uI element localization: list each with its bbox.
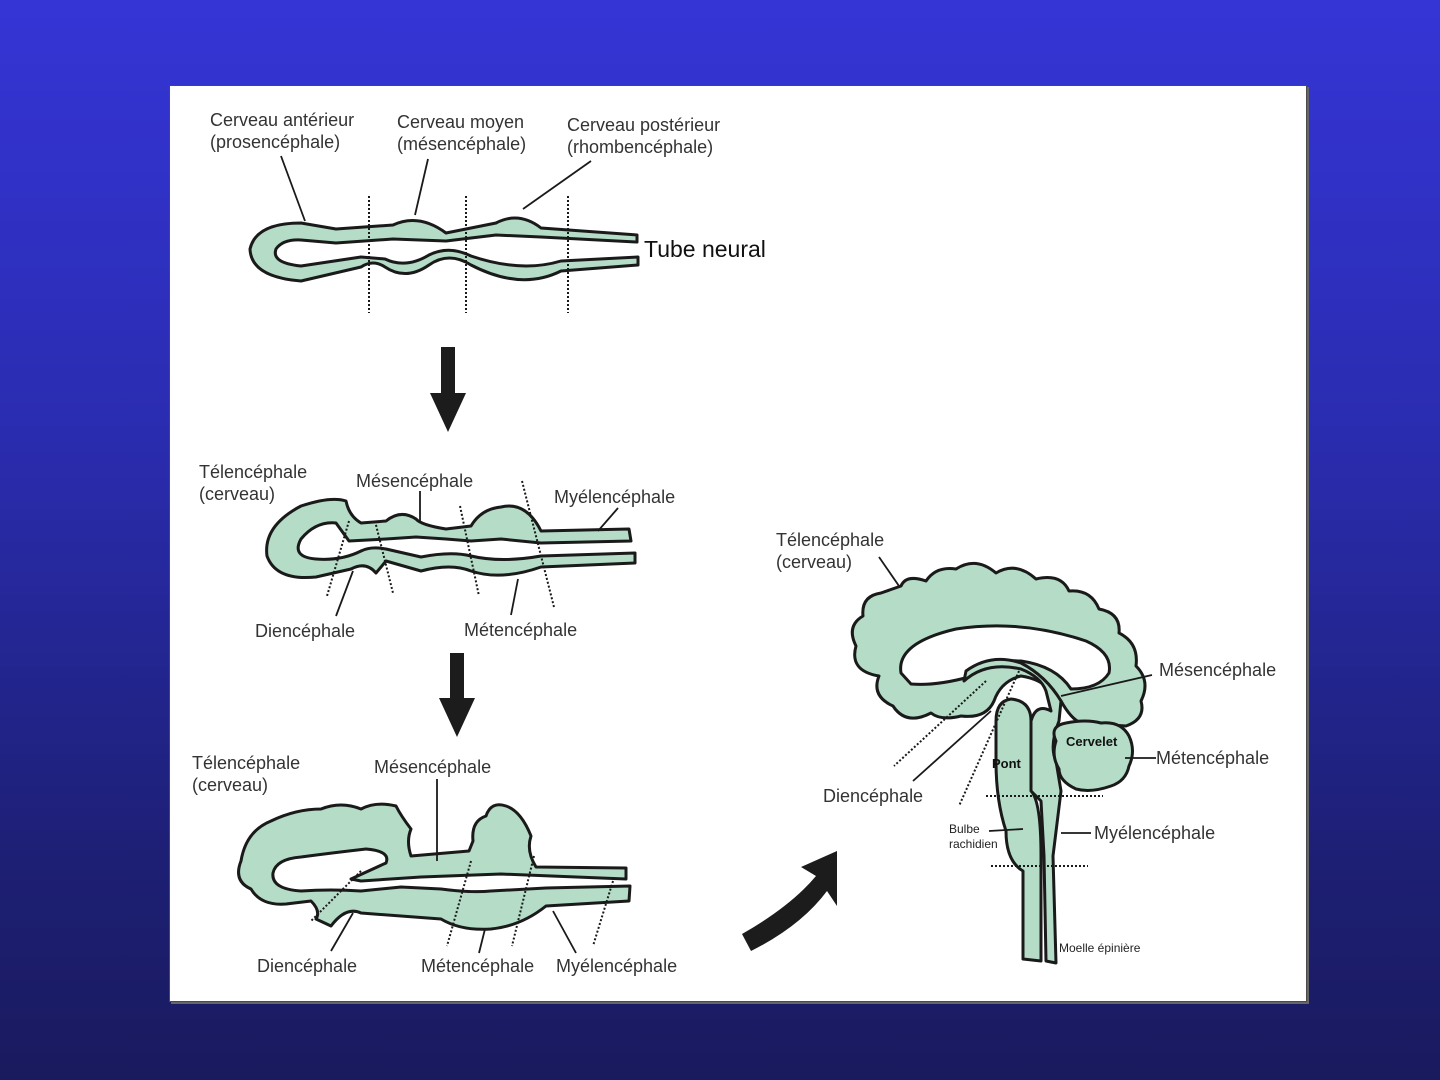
adult-spinal-cord-label: Moelle épinière bbox=[1059, 941, 1141, 955]
stage2-divider-4 bbox=[521, 480, 555, 608]
adult-brain: Télencéphale (cerveau) Mésencéphale Cerv… bbox=[776, 530, 1276, 965]
adult-mes-label: Mésencéphale bbox=[1159, 660, 1276, 680]
stage3-myel-leader bbox=[552, 910, 577, 954]
stage3-divider-4 bbox=[592, 880, 614, 947]
stage3-dien-label: Diencéphale bbox=[257, 956, 357, 976]
neural-tube-shape bbox=[248, 216, 640, 283]
stage3-myel-label: Myélencéphale bbox=[556, 956, 677, 976]
adult-divider-1 bbox=[893, 680, 987, 767]
stage2-five-vesicles: Télencéphale (cerveau) Mésencéphale Myél… bbox=[199, 462, 675, 641]
adult-medulla-label-2: rachidien bbox=[949, 837, 998, 851]
forebrain-leader bbox=[280, 155, 306, 222]
midbrain-label-1: Cerveau moyen bbox=[397, 112, 524, 132]
adult-tel-label-1: Télencéphale bbox=[776, 530, 884, 550]
stage3-dien-leader bbox=[330, 912, 354, 952]
down-arrow-1 bbox=[430, 347, 466, 432]
stage3-mes-label: Mésencéphale bbox=[374, 757, 491, 777]
stage2-divider-1 bbox=[326, 520, 350, 597]
stage3-tel-label-1: Télencéphale bbox=[192, 753, 300, 773]
stage2-tube-shape bbox=[265, 497, 637, 580]
adult-cerebellum-shape bbox=[1052, 719, 1134, 792]
stage1-neural-tube: Cerveau antérieur (prosencéphale) Cervea… bbox=[210, 110, 766, 313]
stage2-met-leader bbox=[510, 578, 519, 616]
stage2-tel-label-1: Télencéphale bbox=[199, 462, 307, 482]
stage3-divider-2 bbox=[446, 860, 472, 947]
adult-pons-label: Pont bbox=[992, 756, 1022, 771]
adult-myel-label: Myélencéphale bbox=[1094, 823, 1215, 843]
adult-tel-leader bbox=[878, 556, 900, 587]
stage2-myel-leader bbox=[597, 507, 619, 532]
adult-dien-leader bbox=[912, 710, 992, 782]
adult-medulla-leader bbox=[988, 828, 1024, 832]
curved-arrow bbox=[742, 851, 837, 951]
stage2-myel-label: Myélencéphale bbox=[554, 487, 675, 507]
forebrain-label-2: (prosencéphale) bbox=[210, 132, 340, 152]
adult-cerebellum-label: Cervelet bbox=[1066, 734, 1118, 749]
hindbrain-label-2: (rhombencéphale) bbox=[567, 137, 713, 157]
stage2-dien-leader bbox=[335, 570, 354, 617]
adult-divider-2 bbox=[958, 670, 1020, 807]
stage3-met-leader bbox=[478, 928, 486, 954]
neural-tube-label: Tube neural bbox=[644, 236, 766, 262]
stage3-tel-label-2: (cerveau) bbox=[192, 775, 268, 795]
midbrain-leader bbox=[414, 158, 429, 216]
adult-medulla-label-1: Bulbe bbox=[949, 822, 980, 836]
adult-tel-label-2: (cerveau) bbox=[776, 552, 852, 572]
stage2-tel-label-2: (cerveau) bbox=[199, 484, 275, 504]
adult-mes-leader bbox=[1060, 674, 1153, 697]
stage2-dien-label: Diencéphale bbox=[255, 621, 355, 641]
adult-met-label: Métencéphale bbox=[1156, 748, 1269, 768]
stage2-divider-2 bbox=[374, 520, 394, 594]
adult-brainstem-shape bbox=[962, 657, 1063, 965]
stage3-brain-shape bbox=[237, 802, 632, 931]
stage3-folded-brain: Télencéphale (cerveau) Mésencéphale Dien… bbox=[192, 753, 677, 976]
hindbrain-leader bbox=[522, 160, 592, 210]
stage2-met-label: Métencéphale bbox=[464, 620, 577, 640]
stage3-divider-3 bbox=[511, 855, 535, 947]
forebrain-label-1: Cerveau antérieur bbox=[210, 110, 354, 130]
brain-development-diagram: Cerveau antérieur (prosencéphale) Cervea… bbox=[192, 110, 1276, 976]
diagram-panel: Cerveau antérieur (prosencéphale) Cervea… bbox=[169, 85, 1307, 1002]
midbrain-label-2: (mésencéphale) bbox=[397, 134, 526, 154]
adult-dien-label: Diencéphale bbox=[823, 786, 923, 806]
stage2-mes-label: Mésencéphale bbox=[356, 471, 473, 491]
hindbrain-label-1: Cerveau postérieur bbox=[567, 115, 720, 135]
stage3-met-label: Métencéphale bbox=[421, 956, 534, 976]
stage2-divider-3 bbox=[459, 505, 480, 597]
down-arrow-2 bbox=[439, 653, 475, 737]
